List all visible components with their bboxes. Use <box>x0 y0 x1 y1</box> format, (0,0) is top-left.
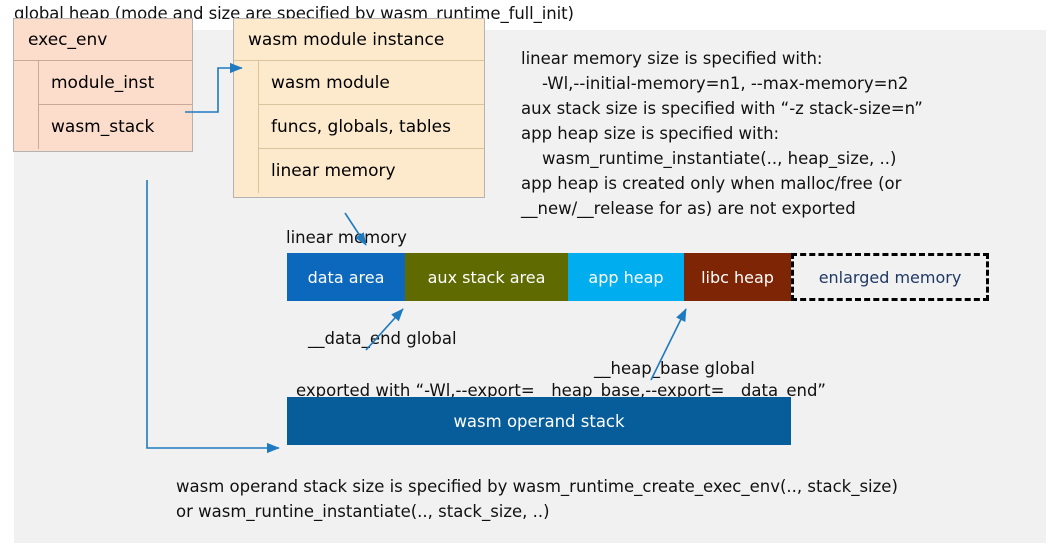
exec-env-field-wasm-stack: wasm_stack <box>38 105 192 149</box>
module-instance-field-linear-memory: linear memory <box>258 149 484 193</box>
module-instance-rows: wasm module funcs, globals, tables linea… <box>234 61 484 193</box>
data-end-annotation: __data_end global <box>308 329 457 348</box>
memory-segment-label: aux stack area <box>427 267 546 287</box>
memory-segment-enlarged-memory: enlarged memory <box>791 253 989 301</box>
operand-stack-note: wasm operand stack size is specified by … <box>176 477 898 521</box>
module-instance-field-funcs-globals-tables: funcs, globals, tables <box>258 105 484 149</box>
memory-segment-label: data area <box>307 267 385 287</box>
exec-env-box: exec_env module_inst wasm_stack <box>13 18 193 152</box>
wasm-module-instance-box: wasm module instance wasm module funcs, … <box>233 18 485 198</box>
exec-env-rows: module_inst wasm_stack <box>14 61 192 149</box>
memory-segment-aux-stack-area: aux stack area <box>405 253 568 301</box>
memory-segment-libc-heap: libc heap <box>684 253 791 301</box>
wasm-operand-stack-box: wasm operand stack <box>287 397 791 445</box>
memory-segment-label: enlarged memory <box>818 267 962 287</box>
module-instance-header: wasm module instance <box>234 19 484 61</box>
memory-segment-label: app heap <box>588 267 664 287</box>
operand-stack-label: wasm operand stack <box>453 411 625 431</box>
linear-memory-note: linear memory size is specified with: -W… <box>521 49 923 218</box>
memory-segment-label: libc heap <box>701 267 774 287</box>
exec-env-field-module-inst: module_inst <box>38 61 192 105</box>
memory-segment-app-heap: app heap <box>568 253 684 301</box>
exec-env-header: exec_env <box>14 19 192 61</box>
memory-segment-data-area: data area <box>287 253 405 301</box>
exported-annotation: exported with “-Wl,--export=__heap_base,… <box>296 381 826 400</box>
module-instance-field-wasm-module: wasm module <box>258 61 484 105</box>
linear-memory-caption: linear memory <box>286 228 407 247</box>
linear-memory-strip: data area aux stack area app heap libc heap… <box>287 253 989 301</box>
